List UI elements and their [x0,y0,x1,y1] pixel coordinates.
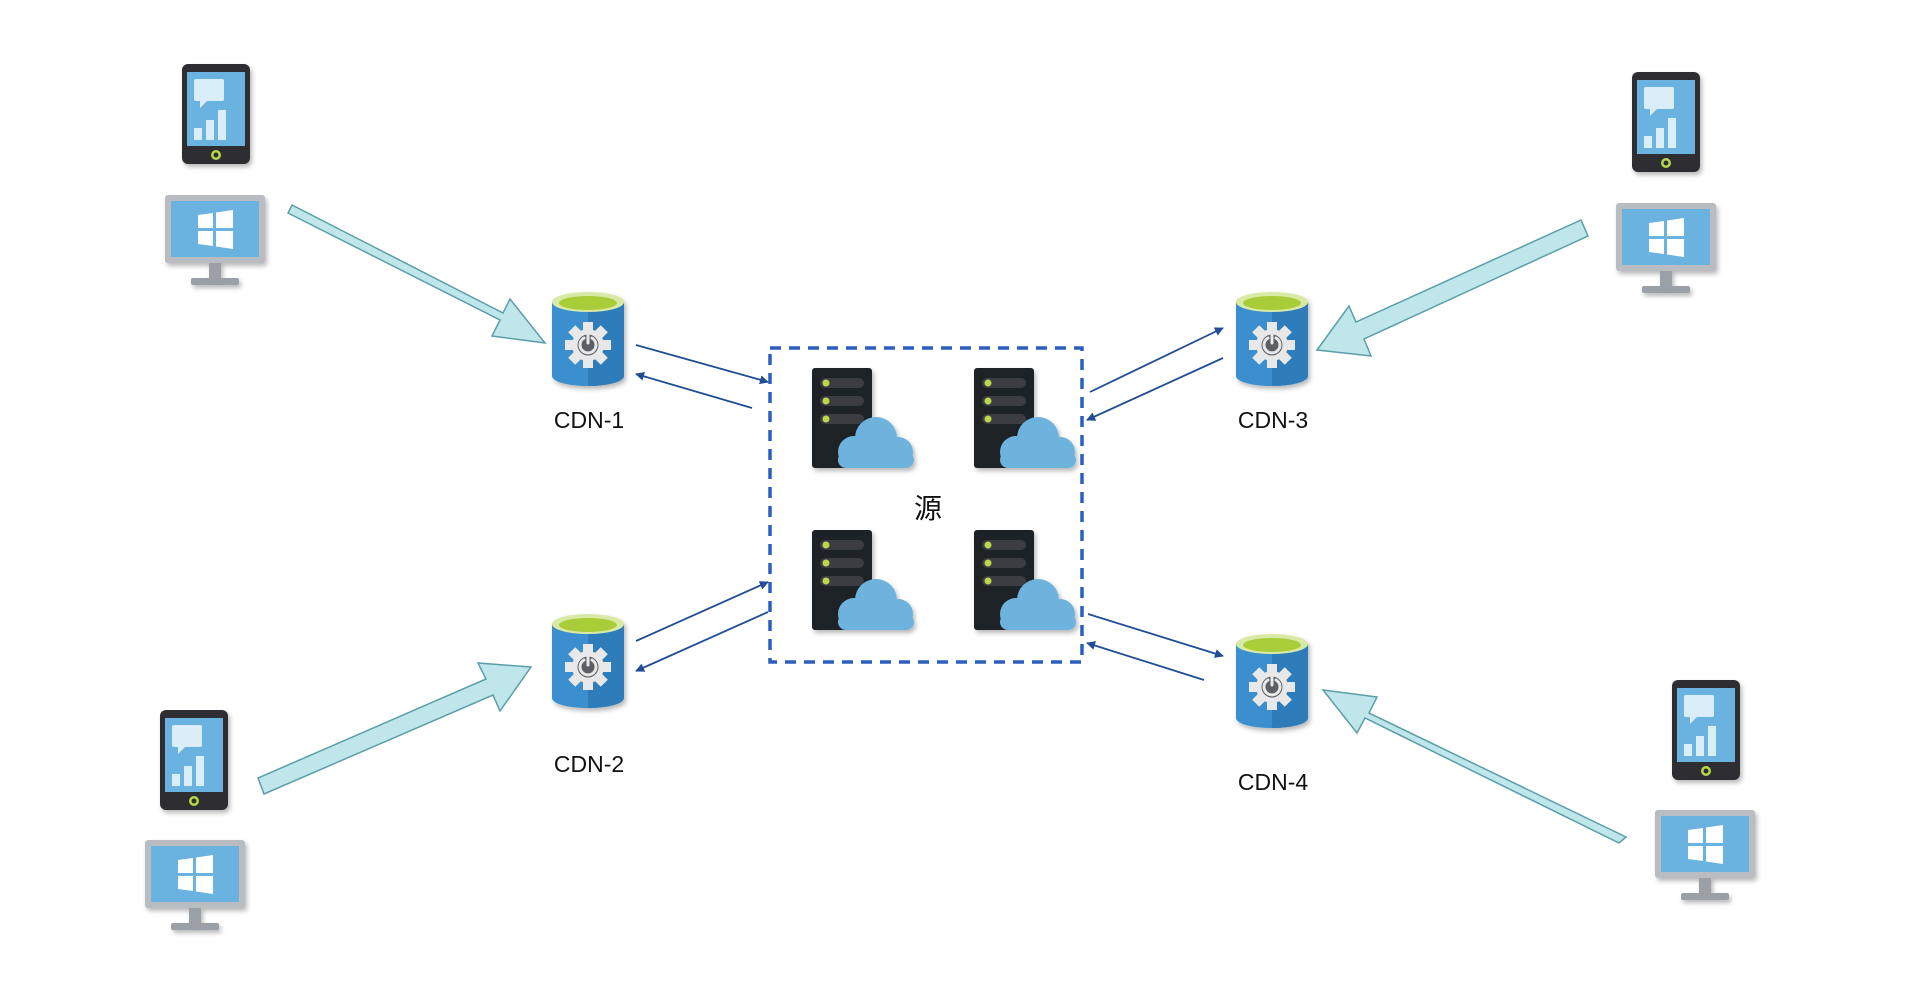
origin-label: 源 [914,492,942,525]
client-group-top-left [165,64,265,285]
client-arrow-to-cdn-4 [1321,689,1628,844]
client-group-bottom-left [145,710,245,930]
client-arrows [257,203,1628,844]
windows-monitor-icon [165,195,265,285]
link-origin-to-cdn-1 [635,371,753,409]
mobile-phone-icon [182,64,250,164]
cdn-origin-links [635,327,1224,681]
windows-monitor-icon [1616,203,1716,293]
link-cdn-1-to-origin [635,344,769,385]
cdn-gear-cylinder-icon [550,612,626,710]
server-cloud-icon [812,530,914,630]
cdn-gear-cylinder-icon [1234,632,1310,730]
cdn-label-1: CDN-1 [554,407,624,433]
client-group-top-right [1616,72,1716,293]
cdn-label-4: CDN-4 [1238,769,1308,795]
client-arrow-to-cdn-1 [286,203,547,344]
cdn-gear-cylinder-icon [550,290,626,388]
windows-monitor-icon [145,840,245,930]
client-group-bottom-right [1655,680,1755,900]
link-origin-to-cdn-2 [635,611,769,672]
mobile-phone-icon [1672,680,1740,780]
cdn-label-2: CDN-2 [554,751,624,777]
server-cloud-icon [974,368,1076,468]
origin-boundary [768,346,1084,664]
cdn-gear-cylinder-icon [1234,290,1310,388]
link-origin-to-cdn-3 [1089,327,1224,393]
windows-monitor-icon [1655,810,1755,900]
link-cdn-2-to-origin [635,581,769,642]
cdn-label-3: CDN-3 [1238,407,1308,433]
client-arrow-to-cdn-3 [1315,219,1589,357]
link-cdn-4-to-origin [1086,641,1205,681]
server-cloud-icon [974,530,1076,630]
client-arrow-to-cdn-2 [257,662,533,796]
mobile-phone-icon [160,710,228,810]
link-origin-to-cdn-4 [1087,613,1224,658]
link-cdn-3-to-origin [1086,357,1224,421]
mobile-phone-icon [1632,72,1700,172]
server-cloud-icon [812,368,914,468]
